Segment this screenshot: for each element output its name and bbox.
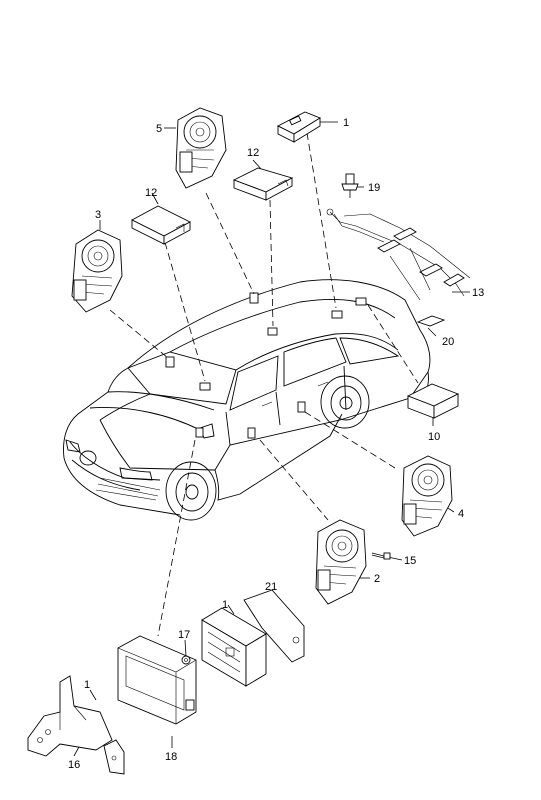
part-12-module-left [131,205,191,245]
label-1-top: 1 [343,117,349,129]
label-15: 15 [404,555,416,567]
label-10: 10 [428,431,440,443]
part-labels: 1 5 12 12 19 3 13 20 10 4 15 2 21 1 17 1… [68,117,484,771]
label-2: 2 [374,573,380,585]
label-19: 19 [368,182,380,194]
part-4-window-motor [401,455,453,537]
part-16-bracket [27,675,125,775]
part-18-housing [117,635,197,725]
label-13: 13 [472,287,484,299]
label-12-right: 12 [247,147,259,159]
part-15-screw [371,552,391,560]
part-3-window-motor [71,229,123,313]
label-21: 21 [265,581,277,593]
part-21-bracket [243,589,305,663]
part-19-clip [341,173,359,198]
part-1-control-unit-bottom [201,607,267,687]
part-10-module [406,383,460,419]
label-17: 17 [178,629,190,641]
label-5: 5 [156,123,162,135]
label-4: 4 [458,508,464,520]
label-1-bottom: 1 [222,599,228,611]
part-12-module-right [232,167,294,201]
label-16: 16 [68,759,80,771]
part-17-nut [181,655,191,665]
part-20-strip [416,315,446,327]
part-1-control-unit-top [277,111,321,143]
part-5-window-motor [175,107,227,189]
part-13-wiring-harness [326,208,471,301]
label-1-left: 1 [84,679,90,691]
part-2-window-motor [315,519,367,605]
label-20: 20 [442,336,454,348]
label-3: 3 [95,209,101,221]
label-12-left: 12 [145,187,157,199]
label-18: 18 [165,751,177,763]
